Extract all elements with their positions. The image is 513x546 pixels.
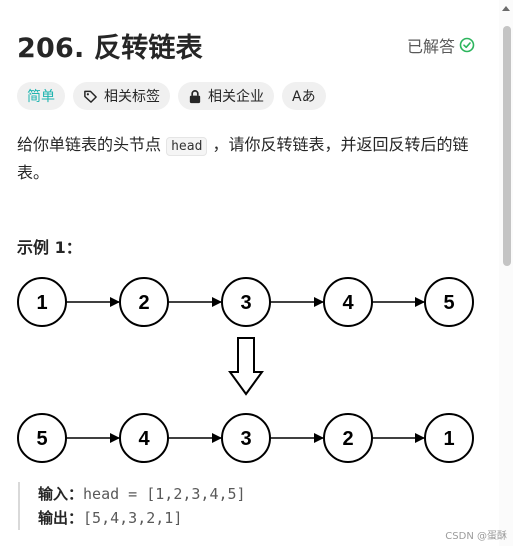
reversed-node-label-4: 2	[342, 428, 353, 450]
reversed-list: 5 4 3 2 1	[17, 413, 474, 463]
original-node-2	[119, 277, 169, 327]
original-node-label-2: 2	[138, 292, 149, 314]
scroll-up-arrow-icon[interactable]	[502, 6, 510, 11]
scrollbar[interactable]	[499, 0, 513, 546]
original-node-1	[17, 277, 67, 327]
down-arrow-icon	[228, 337, 264, 396]
scrollbar-thumb[interactable]	[503, 26, 511, 266]
difficulty-label: 简单	[27, 89, 55, 105]
title-row: 206. 反转链表 已解答	[17, 22, 475, 64]
description-text-2: ，请你反转链表，并返回反转后的链表。	[17, 135, 469, 182]
lock-icon	[189, 89, 201, 103]
original-list: 1 2 3 4 5	[17, 277, 474, 327]
example-title: 示例 1：	[17, 238, 82, 257]
reversed-node-label-5: 1	[443, 428, 454, 450]
problem-description: 给你单链表的头节点 head ，请你反转链表，并返回反转后的链表。	[17, 132, 477, 186]
reversed-node-label-2: 4	[138, 428, 150, 450]
output-label: 输出：	[38, 509, 84, 527]
original-node-label-1: 1	[36, 292, 47, 314]
related-tags-label: 相关标签	[104, 89, 160, 105]
problem-title: 206. 反转链表	[17, 33, 203, 64]
original-node-3	[221, 277, 271, 327]
check-circle-icon	[459, 37, 475, 53]
input-line: 输入：head = [1,2,3,4,5]	[38, 482, 246, 506]
translate-icon: Aあ	[292, 89, 316, 105]
original-node-label-5: 5	[443, 292, 454, 314]
reversed-node-2	[119, 413, 169, 463]
linked-list-diagram: 1 2 3 4 5 5 4 3 2 1	[17, 277, 474, 463]
original-node-label-3: 3	[240, 292, 251, 314]
reversed-node-4	[323, 413, 373, 463]
tag-bar: 简单 相关标签 相关企业 Aあ	[17, 82, 326, 110]
reversed-node-3	[221, 413, 271, 463]
solved-status[interactable]: 已解答	[407, 33, 475, 57]
original-node-5	[424, 277, 474, 327]
reversed-node-1	[17, 413, 67, 463]
input-value: head = [1,2,3,4,5]	[83, 485, 246, 503]
related-tags-button[interactable]: 相关标签	[73, 82, 170, 110]
output-value: [5,4,3,2,1]	[83, 509, 183, 527]
output-line: 输出：[5,4,3,2,1]	[38, 506, 246, 530]
original-node-label-4: 4	[342, 292, 354, 314]
solved-label: 已解答	[406, 37, 455, 56]
tag-icon	[84, 90, 97, 103]
input-label: 输入：	[38, 485, 84, 503]
description-text-1: 给你单链表的头节点	[17, 135, 162, 154]
reversed-node-label-3: 3	[240, 428, 251, 450]
original-node-4	[323, 277, 373, 327]
description-code: head	[166, 137, 208, 156]
related-companies-button[interactable]: 相关企业	[178, 82, 274, 110]
related-companies-label: 相关企业	[208, 89, 264, 105]
watermark: CSDN @蛋酥	[445, 531, 507, 542]
reversed-node-label-1: 5	[36, 428, 47, 450]
translate-button[interactable]: Aあ	[282, 82, 326, 110]
example-io: 输入：head = [1,2,3,4,5] 输出：[5,4,3,2,1]	[18, 482, 246, 530]
reversed-node-5	[424, 413, 474, 463]
difficulty-tag[interactable]: 简单	[17, 82, 65, 110]
